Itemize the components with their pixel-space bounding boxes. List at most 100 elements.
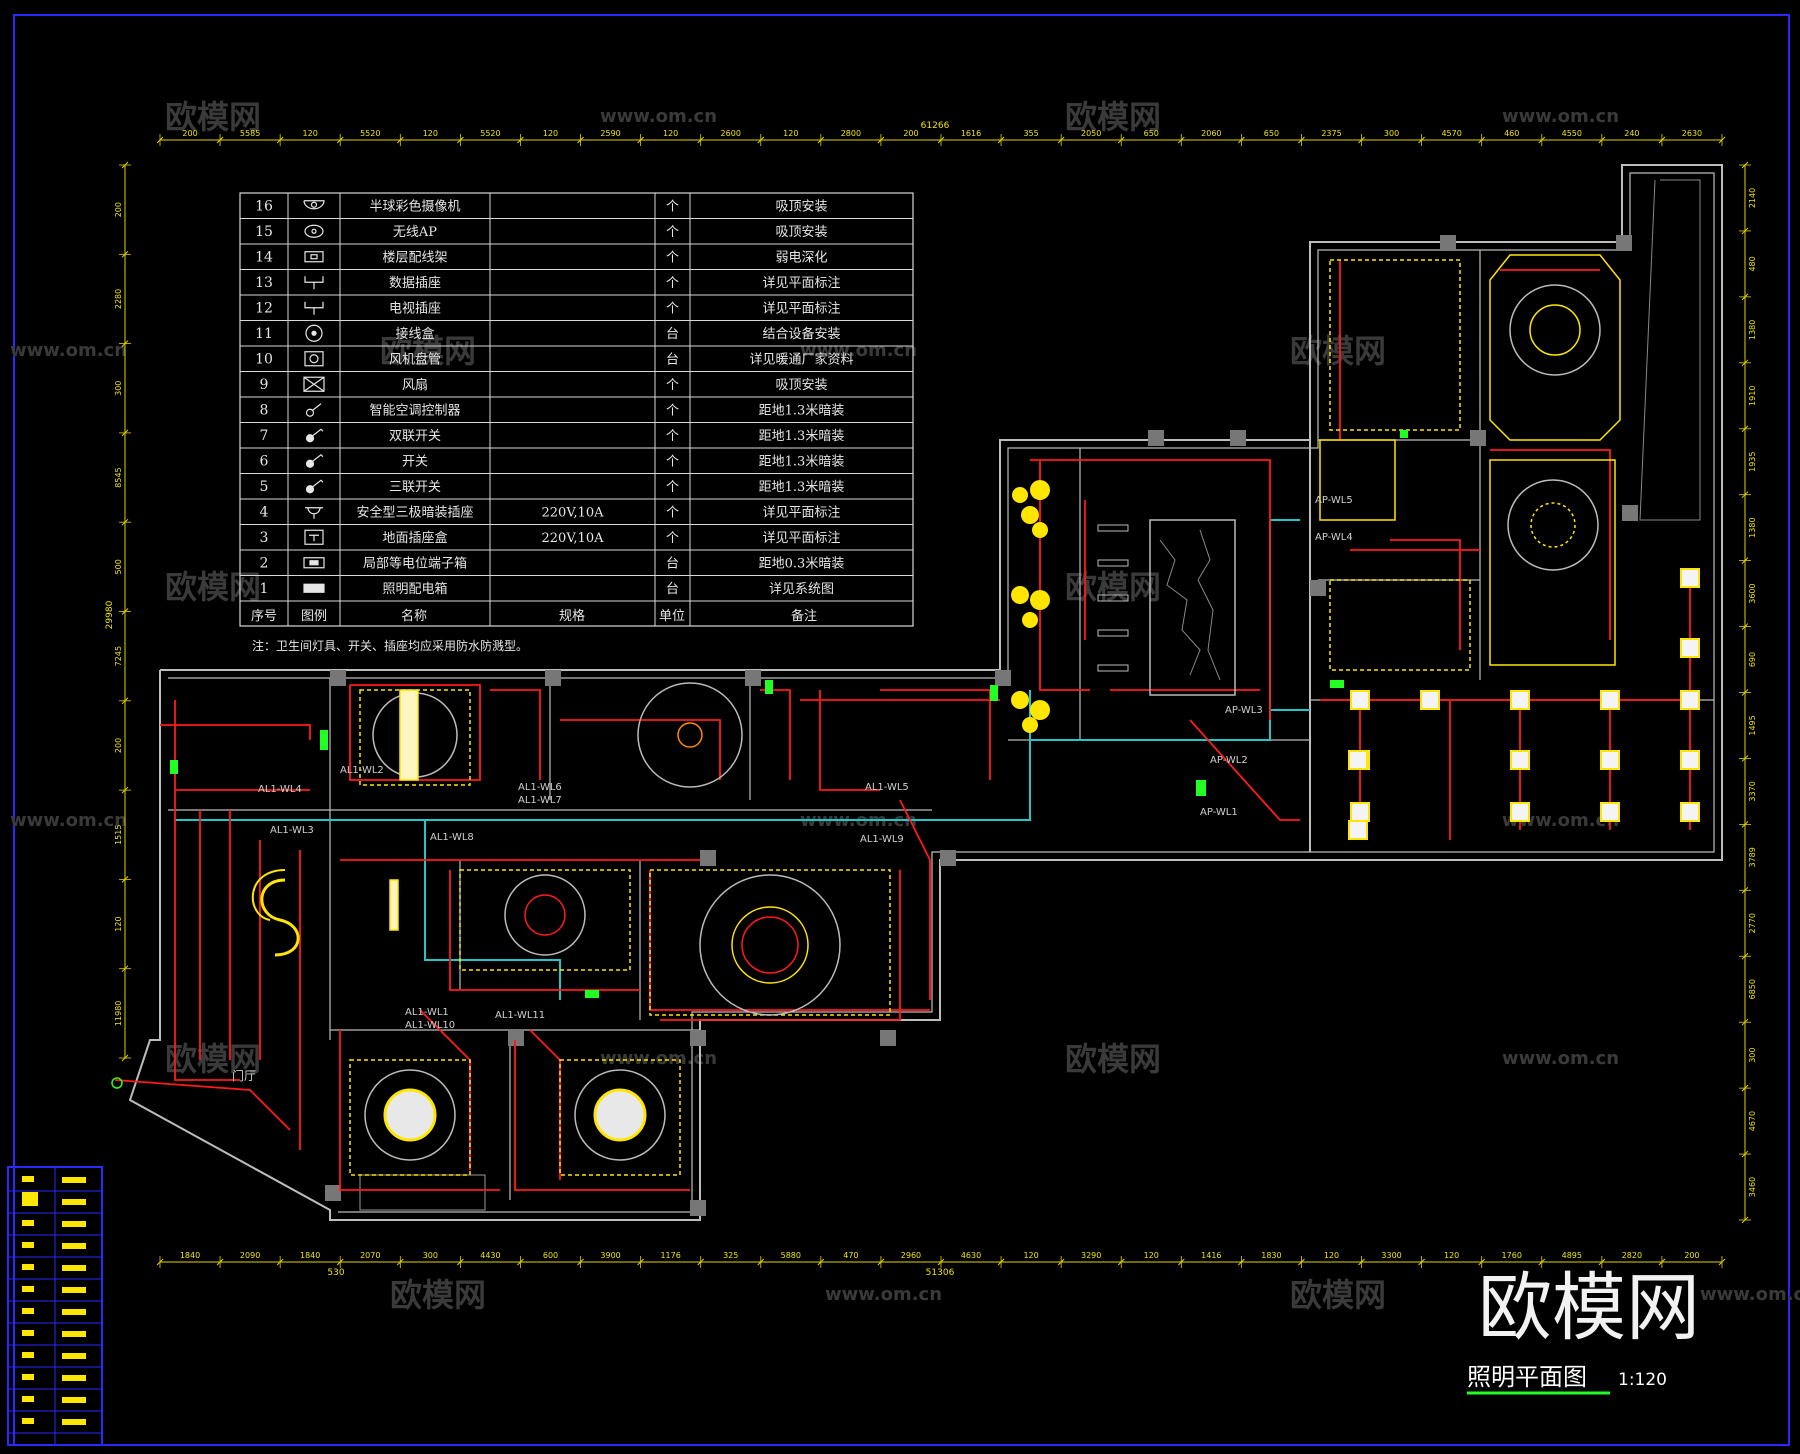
wiring (339, 1030, 500, 1191)
columns (325, 235, 1638, 1216)
square-panel-light (1348, 750, 1368, 770)
dimension-value: 690 (1748, 652, 1757, 667)
column (1622, 505, 1638, 521)
room-label-entrance: 门厅 (232, 1068, 256, 1083)
lighting-panel (990, 685, 998, 701)
ceiling-tray (349, 1059, 471, 1176)
legend-unit: 个 (666, 378, 679, 393)
rug-pattern (1159, 529, 1221, 681)
dimension-value: 120 (303, 129, 318, 138)
dimension-value: 3600 (1748, 583, 1757, 603)
square-panel-lights (1348, 568, 1700, 840)
pendant-light (1022, 612, 1038, 628)
legend-note: 吸顶安装 (775, 199, 827, 214)
legend-unit: 个 (666, 505, 679, 520)
circuit-label: AL1-WL10 (405, 1020, 455, 1031)
legend-table-grid (240, 193, 913, 627)
floor-distribution-frame-icon (304, 251, 324, 263)
bench (1097, 629, 1129, 637)
dimension-value: 1760 (1502, 1251, 1522, 1260)
legend-name: 照明配电箱 (382, 581, 447, 597)
dimension-value: 2630 (1682, 129, 1702, 138)
dimension-value: 120 (1324, 1251, 1339, 1260)
symbol-key-swatch (22, 1220, 34, 1226)
dimension-value: 4630 (961, 1251, 981, 1260)
lighting-panel (585, 990, 599, 998)
ceiling-tray (1329, 259, 1461, 431)
drawing-scale: 1:120 (1618, 1370, 1667, 1390)
pendant-light (1022, 717, 1038, 733)
legend-seq: 4 (260, 504, 269, 520)
dimension-value: 2600 (721, 129, 741, 138)
ceiling-tray (559, 1059, 681, 1176)
column (330, 670, 346, 686)
lighting-panel-icon (303, 583, 325, 593)
legend-unit: 个 (666, 276, 679, 291)
wiring (114, 1079, 291, 1131)
dome-light (383, 1088, 437, 1142)
legend-table-border (239, 192, 914, 627)
dimension-value: 200 (114, 202, 123, 217)
dimension-value: 7245 (114, 646, 123, 666)
column (700, 850, 716, 866)
dimension-value: 200 (114, 738, 123, 753)
pendant-light (1030, 480, 1050, 500)
legend-name: 接线盒 (395, 326, 434, 342)
dimension-value: 1830 (1261, 1251, 1281, 1260)
rug (1149, 519, 1236, 696)
wiring (160, 724, 311, 740)
bottom-sub-dimension: 530 (327, 1268, 344, 1278)
symbol-key-swatch (22, 1242, 34, 1248)
dimension-value: 2090 (240, 1251, 260, 1260)
wiring (760, 689, 791, 780)
legend-note: 弱电深化 (775, 250, 827, 265)
dimension-value: 2070 (360, 1251, 380, 1260)
symbol-key-bar (62, 1331, 86, 1337)
circuit-label: AL1-WL3 (270, 825, 314, 836)
legend-name: 开关 (402, 454, 428, 469)
symbol-key-swatch (22, 1308, 34, 1314)
dimension-value: 1416 (1201, 1251, 1221, 1260)
pendant-light (1030, 590, 1050, 610)
legend-note: 详见平面标注 (762, 276, 840, 291)
drawing-title: 照明平面图 (1467, 1363, 1587, 1391)
dimension-value: 2140 (1748, 188, 1757, 208)
equipotential-box-icon (309, 560, 319, 566)
dimension-value: 2375 (1321, 129, 1341, 138)
dimension-value: 120 (114, 916, 123, 931)
legend-unit: 个 (666, 250, 679, 265)
dimension-value: 5880 (781, 1251, 801, 1260)
legend-name: 双联开关 (389, 429, 441, 444)
ceiling-tray (1489, 254, 1621, 441)
symbol-key-bar (62, 1199, 86, 1205)
legend-footnote: 注：卫生间灯具、开关、插座均应采用防水防溅型。 (252, 638, 528, 653)
ring-light (677, 722, 703, 748)
square-panel-light (1600, 690, 1620, 710)
ceiling-fixtures (251, 254, 1621, 1176)
watermark: 欧模网 (165, 98, 261, 136)
legend-unit: 个 (666, 199, 679, 214)
square-panel-light (1680, 690, 1700, 710)
circuit-label: AL1-WL7 (518, 795, 562, 806)
legend-seq: 3 (260, 530, 269, 546)
dimension-value: 1840 (180, 1251, 200, 1260)
conduit (175, 519, 1300, 821)
legend-note: 吸顶安装 (775, 378, 827, 393)
legend-seq: 14 (255, 249, 273, 265)
circuit-label: AL1-WL2 (340, 765, 384, 776)
legend-name: 地面插座盒 (382, 530, 447, 546)
symbol-key-bar (62, 1243, 86, 1249)
symbol-key-bar (62, 1309, 86, 1315)
bench (1097, 559, 1129, 567)
column (745, 670, 761, 686)
wiring (514, 1040, 690, 1191)
drawing-frame (13, 14, 1790, 1446)
junction-box-icon (305, 324, 323, 342)
circuit-label: AL1-WL4 (258, 784, 302, 795)
equipotential-box-icon (303, 557, 325, 569)
symbol-key-swatch (22, 1418, 34, 1424)
